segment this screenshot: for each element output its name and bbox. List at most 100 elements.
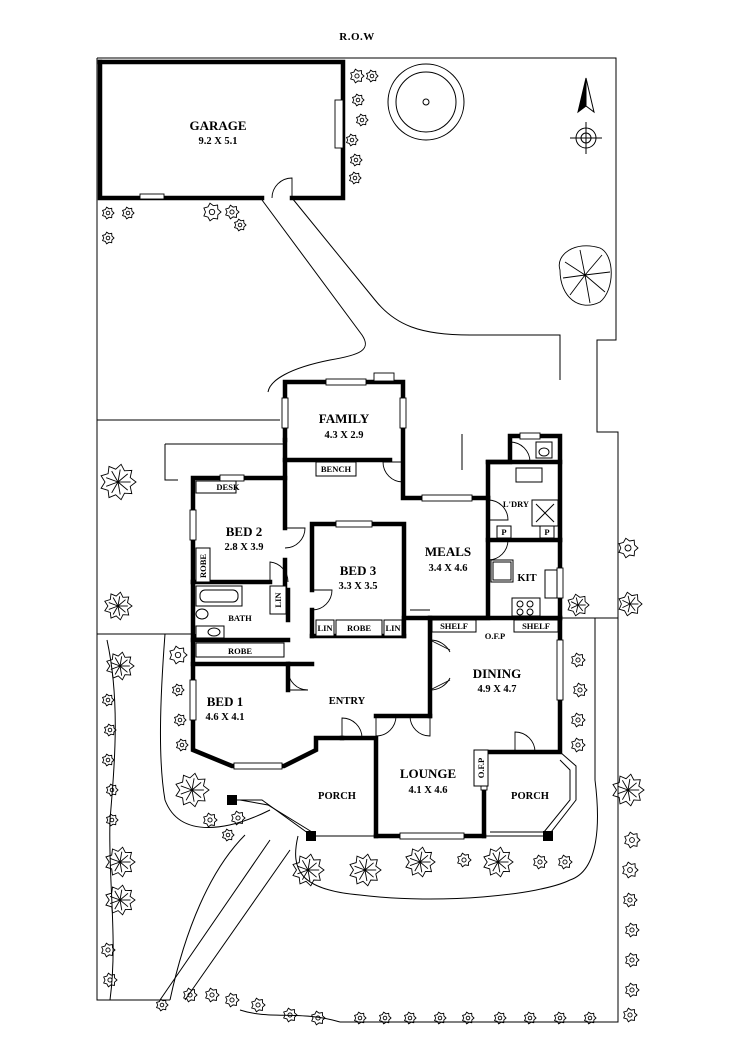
bench-label: BENCH (321, 464, 352, 474)
shrub-icon (221, 828, 235, 842)
compass-rose-icon (570, 122, 602, 154)
shrub-icon (103, 723, 117, 737)
shrub-icon (203, 202, 222, 222)
shrub-icon (349, 853, 382, 887)
shrub-icon (353, 1011, 367, 1025)
shrub-icon (558, 854, 573, 870)
shrub-icon (283, 1007, 298, 1023)
shrub-icon (103, 972, 118, 988)
shrub-icon (225, 204, 240, 220)
windows (189, 372, 564, 840)
shrub-icon (350, 68, 365, 84)
shrub-icon (225, 992, 240, 1008)
landscaping (100, 68, 645, 1026)
north-arrow-icon (577, 77, 595, 114)
shrub-icon (583, 1011, 597, 1025)
shrub-icon (567, 593, 590, 617)
shrub-icon (100, 463, 137, 501)
bed2-dims: 2.8 X 3.9 (224, 542, 263, 553)
shrub-icon (105, 783, 119, 797)
family-dims: 4.3 X 2.9 (324, 430, 363, 441)
garage: GARAGE 9.2 X 5.1 (97, 59, 346, 201)
dining-name: DINING (473, 666, 521, 681)
shrub-icon (169, 645, 188, 665)
robe-bed2-label: ROBE (198, 554, 208, 578)
shrub-icon (433, 1011, 447, 1025)
shrub-icon (101, 942, 116, 958)
laundry-label: L'DRY (503, 499, 529, 509)
shrub-icon (311, 1010, 326, 1026)
shrub-icon (203, 812, 218, 828)
shrub-icon (618, 537, 639, 559)
shrub-icon (251, 997, 266, 1013)
shrub-icon (622, 861, 639, 879)
shrub-icon (625, 982, 640, 998)
shrub-icon (612, 773, 645, 807)
shrub-icon (101, 231, 115, 245)
porch-right-label: PORCH (511, 791, 549, 802)
shrub-icon (155, 998, 169, 1012)
shrub-icon (571, 652, 586, 668)
shrub-icon (101, 753, 115, 767)
shrub-icon (175, 738, 189, 752)
desk-label: DESK (216, 482, 240, 492)
shrub-icon (292, 853, 325, 887)
tree-icon (558, 245, 612, 306)
shrub-icon (233, 218, 247, 232)
lounge-name: LOUNGE (400, 766, 456, 781)
shrub-icon (105, 846, 136, 878)
pantry-left-label: P (501, 527, 506, 537)
shrub-icon (571, 737, 586, 753)
garage-name: GARAGE (189, 118, 246, 133)
shrub-icon (121, 206, 135, 220)
shelf-right-label: SHELF (522, 621, 550, 631)
shrub-icon (618, 591, 643, 617)
shrub-icon (624, 831, 641, 849)
pantry-right-label: P (544, 527, 549, 537)
shrub-icon (573, 682, 588, 698)
kitchen-label: KIT (517, 573, 536, 584)
shrub-icon (553, 1011, 567, 1025)
shrub-icon (105, 884, 136, 916)
shrub-icon (231, 810, 246, 826)
shrub-icon (205, 987, 220, 1003)
shrub-icon (105, 813, 119, 827)
shrub-icon (623, 1007, 638, 1023)
shrub-icon (457, 852, 472, 868)
doors (269, 434, 536, 753)
shrub-icon (348, 171, 362, 185)
shrub-icon (533, 854, 548, 870)
porch-left-label: PORCH (318, 791, 356, 802)
entry-label: ENTRY (329, 696, 366, 707)
bed3-dims: 3.3 X 3.5 (338, 581, 377, 592)
shrub-icon (483, 846, 514, 878)
row-label: R.O.W (339, 31, 375, 43)
shrub-icon (104, 591, 133, 621)
shrub-icon (403, 1011, 417, 1025)
shrub-icon (625, 922, 640, 938)
bed3-name: BED 3 (340, 563, 377, 578)
shrub-icon (183, 987, 198, 1003)
dining-dims: 4.9 X 4.7 (477, 684, 516, 695)
family-name: FAMILY (319, 411, 370, 426)
shrub-icon (351, 93, 365, 107)
shrub-icon (523, 1011, 537, 1025)
garage-dims: 9.2 X 5.1 (198, 136, 237, 147)
bath-label: BATH (228, 613, 252, 623)
shrub-icon (173, 713, 187, 727)
shrub-icon (101, 693, 115, 707)
shrub-icon (493, 1011, 507, 1025)
shrub-icon (106, 651, 135, 681)
lin-bath-label: LIN (273, 592, 283, 608)
shrub-icon (345, 133, 359, 147)
meals-name: MEALS (425, 544, 471, 559)
shrub-icon (625, 952, 640, 968)
shrub-icon (349, 153, 363, 167)
fixtures (195, 441, 559, 787)
lin-left-label: LIN (317, 623, 333, 633)
robe-bed1-label: ROBE (228, 646, 252, 656)
shrub-icon (101, 206, 115, 220)
ofp-lounge-label: O.F.P (476, 758, 486, 778)
bed1-name: BED 1 (207, 694, 243, 709)
